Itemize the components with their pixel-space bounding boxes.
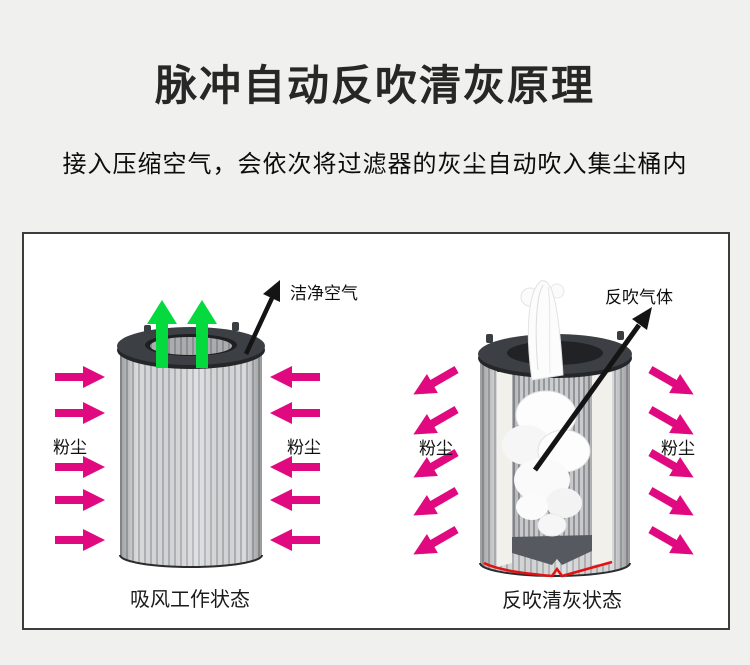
dust-arrow-icon	[413, 487, 459, 516]
dust-arrow-icon	[648, 366, 694, 395]
cut-edge-bottom	[483, 560, 613, 578]
clean-air-flow-arrow-icon	[243, 280, 280, 355]
dust-arrow-icon	[55, 402, 105, 424]
backblow-filter-illustration	[478, 280, 652, 578]
suction-state-caption: 吸风工作状态	[130, 589, 250, 611]
clean-air-arrow-icon	[147, 300, 177, 368]
diagram-box: 洁净空气 粉尘 粉尘 反吹气体 粉尘 粉尘 吸风工作状态 反吹清灰状态	[22, 232, 730, 630]
dust-arrow-icon	[55, 456, 105, 478]
dust-arrow-icon	[413, 366, 459, 395]
dust-arrow-icon	[270, 402, 320, 424]
backblow-state-caption: 反吹清灰状态	[502, 590, 622, 612]
backblow-gas-label: 反吹气体	[605, 288, 673, 307]
dust-arrow-icon	[270, 529, 320, 551]
dust-arrow-icon	[413, 449, 459, 478]
dust-arrow-icon	[55, 366, 105, 388]
page-subtitle: 接入压缩空气，会依次将过滤器的灰尘自动吹入集尘桶内	[62, 151, 688, 178]
clean-air-label: 洁净空气	[290, 284, 358, 303]
dust-label: 粉尘	[53, 438, 87, 457]
filter-cartridge-body	[117, 322, 265, 568]
backblow-flow-arrow-icon	[532, 307, 652, 472]
dust-arrow-icon	[55, 489, 105, 511]
dust-arrow-icon	[648, 526, 694, 555]
suction-filter-illustration	[117, 280, 280, 568]
dust-arrow-icon	[648, 487, 694, 516]
smoke-puff-illustration	[502, 280, 591, 537]
dust-arrow-icon	[648, 406, 694, 435]
dust-label: 粉尘	[287, 438, 321, 457]
clean-air-up-arrows	[147, 300, 217, 368]
dust-label: 粉尘	[419, 439, 453, 458]
dust-arrow-icon	[270, 366, 320, 388]
inner-floor	[512, 535, 592, 565]
clean-air-arrow-icon	[187, 300, 217, 368]
dust-arrow-icon	[270, 489, 320, 511]
dust-arrow-icon	[648, 449, 694, 478]
dust-arrow-icon	[413, 406, 459, 435]
dust-arrow-icon	[413, 526, 459, 555]
dust-arrow-icon	[55, 529, 105, 551]
dust-label: 粉尘	[661, 439, 695, 458]
dust-arrow-icon	[270, 456, 320, 478]
page-title: 脉冲自动反吹清灰原理	[154, 62, 595, 109]
